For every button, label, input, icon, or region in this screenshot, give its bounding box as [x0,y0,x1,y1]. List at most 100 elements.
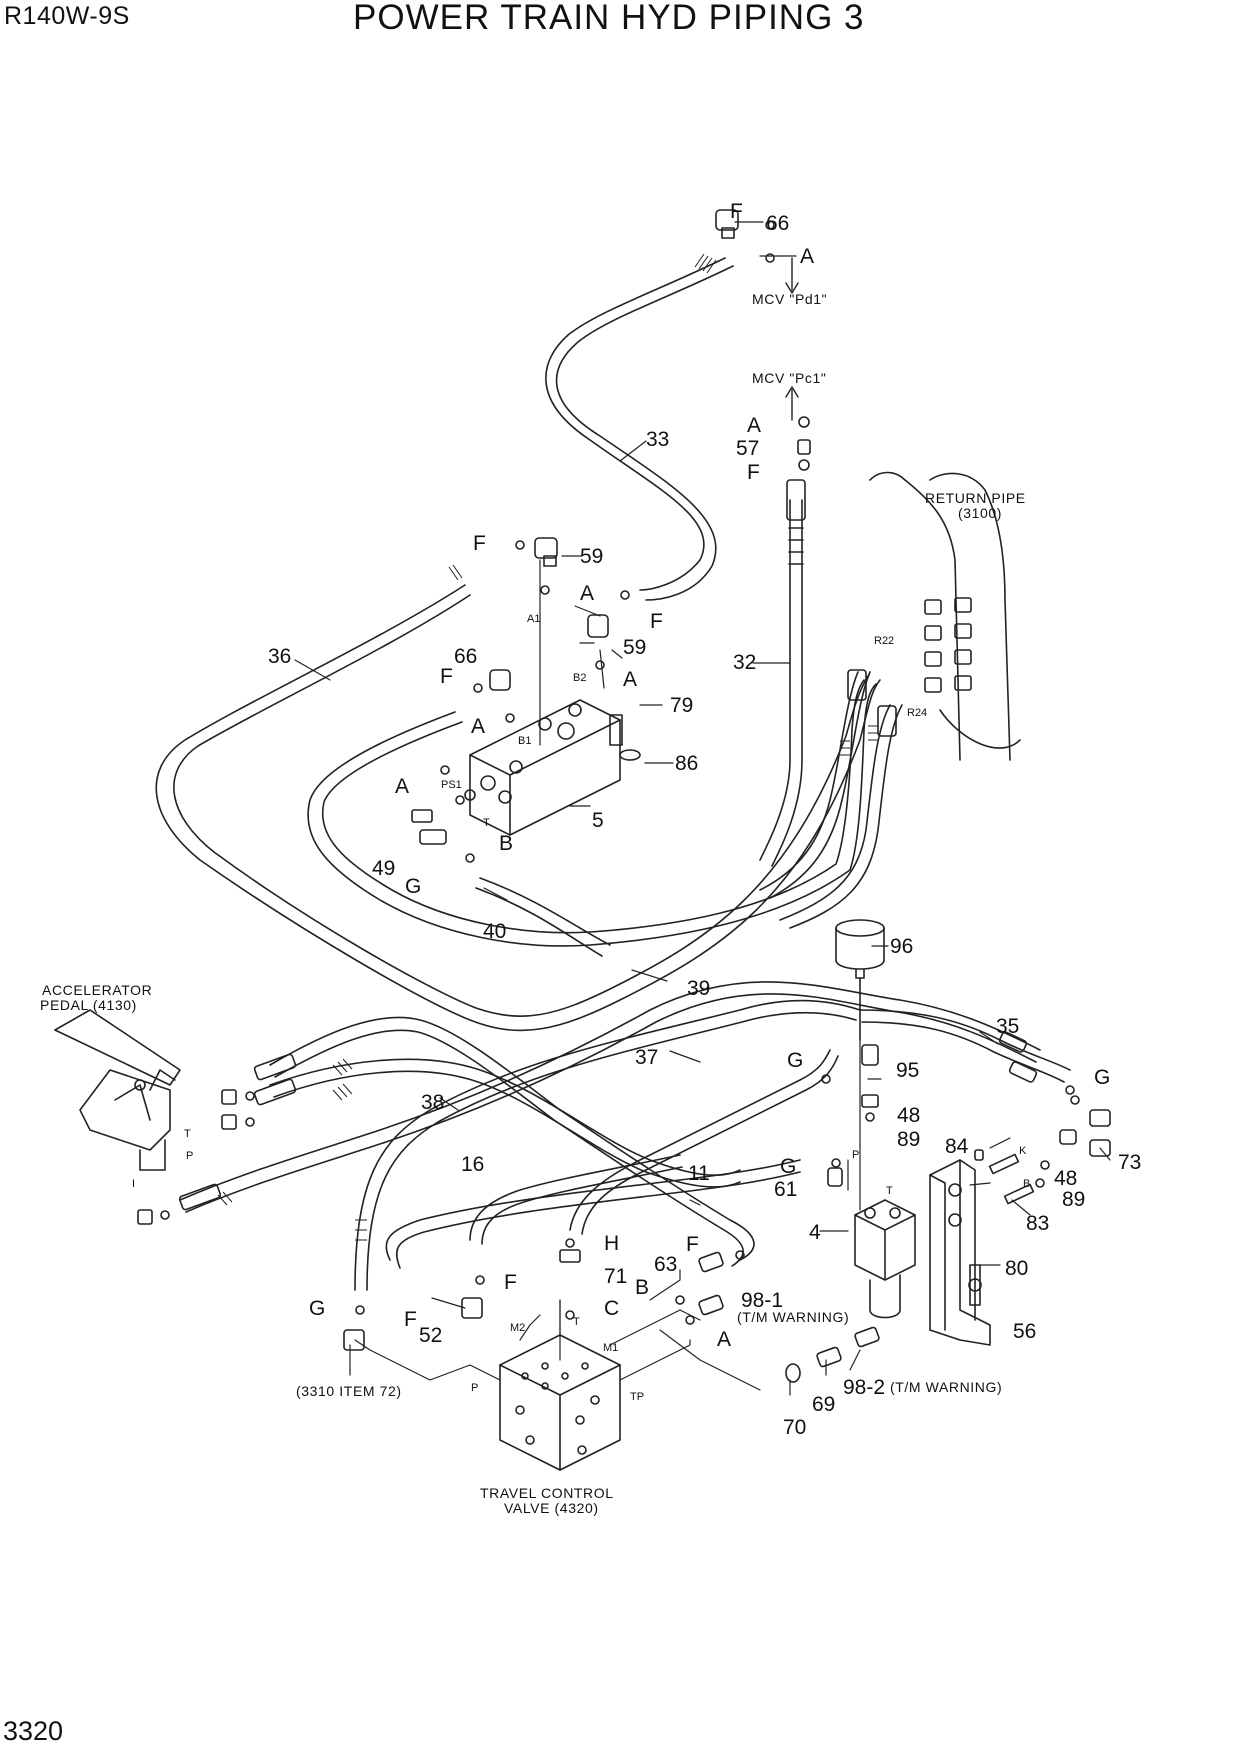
hose-36 [155,584,881,1032]
hose-35 [859,1009,1071,1083]
valve-block-5 [464,699,621,836]
callout-66a: 66 [766,212,789,235]
callout-4: 4 [809,1221,821,1244]
page-title: POWER TRAIN HYD PIPING 3 [353,0,865,37]
callout-61: 61 [774,1178,797,1201]
callout-A1: A [800,245,814,268]
callout-B2: B [635,1276,649,1299]
callout-A7: A [717,1328,731,1351]
hoses-r22-r24 [759,669,903,929]
callout-A6: A [395,775,409,798]
callout-F7: F [504,1271,517,1294]
port-R24: R24 [907,707,927,719]
callout-59b: 59 [623,636,646,659]
port-acc-T: T [886,1185,893,1197]
port-A1: A1 [527,613,540,625]
note-travel-control: TRAVEL CONTROL [480,1485,614,1501]
port-acc-P: P [852,1149,859,1161]
note-mcv-pd1: MCV "Pd1" [752,291,827,307]
callout-A5: A [471,715,485,738]
port-B2: B2 [573,672,586,684]
port-TP: TP [630,1391,644,1403]
callout-84: 84 [945,1135,969,1158]
callout-F8: F [404,1308,417,1331]
note-accelerator-ref: PEDAL (4130) [40,997,137,1013]
pipe-40-short [475,877,611,957]
callout-48a: 48 [897,1104,920,1127]
callout-95: 95 [896,1059,919,1082]
callout-32: 32 [733,651,756,674]
accumulator-96 [835,919,885,1041]
callout-40: 40 [483,920,506,943]
note-mcv-pc1: MCV "Pc1" [752,370,826,386]
callout-11: 11 [688,1162,710,1185]
port-tcv-T: T [573,1316,580,1328]
callout-F6: F [686,1233,699,1256]
pedal-fittings [137,1053,297,1225]
port-R22: R22 [874,635,894,647]
callout-G5: G [309,1297,325,1320]
port-T: T [483,817,490,829]
callout-96: 96 [890,935,913,958]
callout-H1: H [604,1232,619,1255]
port-pedal-T: T [184,1128,191,1140]
solenoid-valve-4 [854,1199,916,1319]
callout-89b: 89 [1062,1188,1085,1211]
hose-hatches [217,253,878,1241]
callout-G2: G [787,1049,803,1072]
port-K: K [1019,1145,1027,1157]
flow-arrows [785,257,799,421]
callout-48b: 48 [1054,1167,1077,1190]
hose-40 [307,679,877,947]
port-pedal-P: P [186,1150,193,1162]
port-P: P [471,1382,478,1394]
note-return-pipe-ref: (3100) [958,505,1002,521]
port-pedal-I: I [132,1178,135,1190]
tcv-pilot-lines [354,559,861,1391]
note-accelerator: ACCELERATOR [42,982,152,998]
model-code: R140W-9S [4,2,130,30]
port-M1: M1 [603,1342,618,1354]
callout-66b: 66 [454,645,477,668]
port-B: B [1023,1178,1030,1190]
callout-F2: F [747,461,760,484]
callout-70: 70 [783,1416,806,1439]
callout-F4: F [650,610,663,633]
callout-33: 33 [646,428,669,451]
fittings-misc [343,209,1111,1383]
callout-5: 5 [592,809,604,832]
port-B1: B1 [518,735,531,747]
callout-G3: G [1094,1066,1110,1089]
return-pipe [869,471,1021,761]
callout-G1: G [405,875,421,898]
page-number: 3320 [3,1716,64,1746]
callout-B1: B [499,832,513,855]
callout-36: 36 [268,645,291,668]
callout-56: 56 [1013,1320,1036,1343]
callout-89a: 89 [897,1128,920,1151]
hose-32 [759,479,806,867]
callout-49: 49 [372,857,395,880]
callout-86: 86 [675,752,698,775]
note-return-pipe: RETURN PIPE [925,490,1026,506]
callout-labels: 66 F A 33 A 57 F F 59 A F 59 36 66 32 A … [268,200,1141,1439]
callout-16: 16 [461,1153,484,1176]
port-PS1: PS1 [441,779,462,791]
callout-73: 73 [1118,1151,1141,1174]
note-tm-warning-2: (T/M WARNING) [890,1379,1002,1395]
reference-notes: MCV "Pd1" MCV "Pc1" RETURN PIPE (3100) A… [40,291,1026,1516]
callout-A2: A [747,414,761,437]
callout-C1: C [604,1297,619,1320]
callout-80: 80 [1005,1257,1028,1280]
callout-F3: F [473,532,486,555]
callout-71: 71 [604,1265,627,1288]
callout-98-1: 98-1 [741,1289,783,1312]
callout-59a: 59 [580,545,603,568]
callout-83: 83 [1026,1212,1049,1235]
callout-52: 52 [419,1324,442,1347]
note-3310-ref: (3310 ITEM 72) [296,1383,402,1399]
callout-38: 38 [421,1091,444,1114]
leader-lines [294,221,1111,1396]
note-travel-control-ref: VALVE (4320) [504,1500,599,1516]
